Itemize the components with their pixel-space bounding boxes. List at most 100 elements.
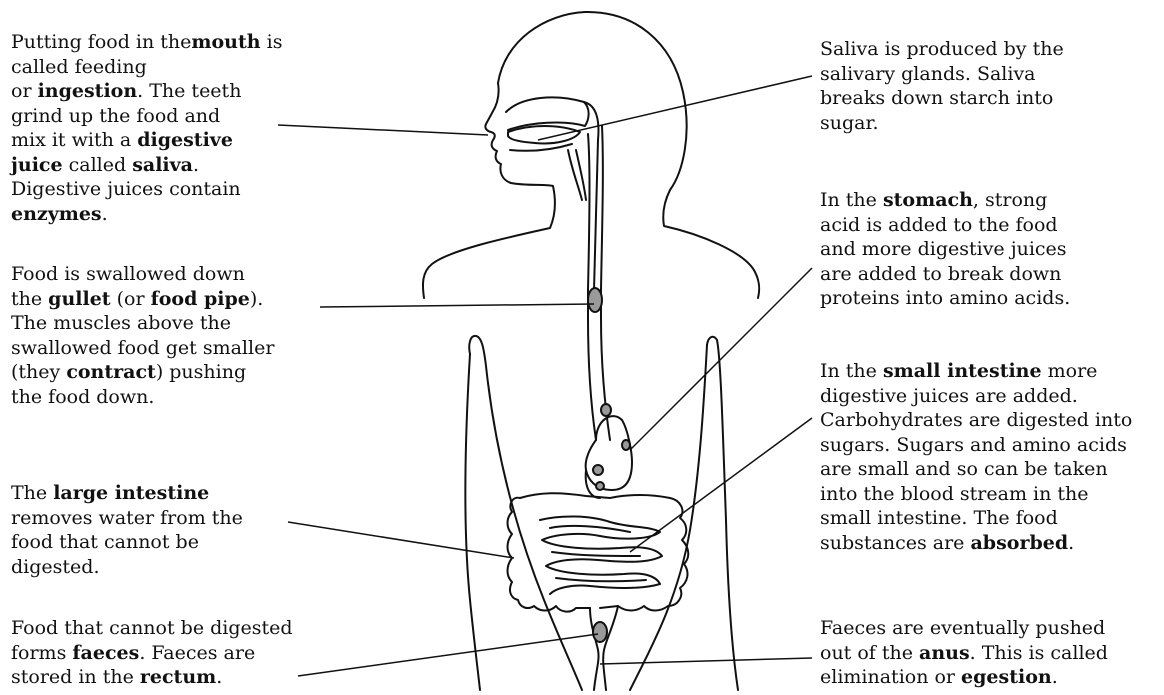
leader-line-stomach [630, 268, 812, 450]
body-outline-face [423, 83, 555, 298]
label-text: out of the [820, 642, 919, 664]
label-text: the food down. [11, 386, 154, 408]
gullet-right [601, 126, 610, 440]
leader-line-small-intestine [630, 418, 812, 552]
leader-line-gullet [320, 304, 594, 307]
label-text: Carbohydrates are digested into [820, 409, 1132, 431]
label-text: called [63, 154, 133, 176]
label-text: stored in the [11, 666, 140, 688]
label-text: grind up the food and [11, 105, 220, 127]
leader-line-saliva [538, 76, 812, 140]
label-text: ) pushing [156, 361, 246, 383]
rectum-label: Food that cannot be digested forms faeces… [11, 616, 331, 690]
lower-jaw [510, 144, 572, 151]
label-text: are small and so can be taken [820, 458, 1108, 480]
label-text: small intestine. The food [820, 507, 1058, 529]
label-text: In the [820, 189, 883, 211]
label-text: acid is added to the food [820, 214, 1058, 236]
bold-term: saliva [132, 154, 193, 176]
body-outline-right-arm [707, 337, 738, 690]
label-text: (or [111, 288, 151, 310]
bold-term: absorbed [970, 532, 1068, 554]
label-text: Saliva is produced by the [820, 38, 1064, 60]
large-intestine-label: The large intestine removes water from th… [11, 481, 291, 579]
label-text: . The teeth [137, 80, 241, 102]
label-text: , strong [973, 189, 1047, 211]
label-text: In the [820, 360, 883, 382]
leader-line-rectum [298, 634, 598, 676]
faeces-in-rectum [593, 622, 607, 642]
food-in-stomach [622, 440, 630, 450]
bold-term: large intestine [53, 482, 209, 504]
food-in-stomach [593, 465, 603, 475]
stomach-label: In the stomach, strong acid is added to t… [820, 188, 1140, 311]
gullet-label: Food is swallowed down the gullet (or foo… [11, 262, 311, 409]
label-text: (they [11, 361, 66, 383]
label-text: digested. [11, 556, 99, 578]
label-text: Food is swallowed down [11, 263, 245, 285]
bold-term: faeces [72, 642, 139, 664]
leader-line-anus [600, 658, 812, 664]
food-in-stomach [596, 482, 604, 490]
food-in-stomach [601, 404, 611, 416]
label-text: . [102, 203, 108, 225]
bold-term: egestion [961, 666, 1052, 688]
label-text: more [1042, 360, 1098, 382]
label-text: Digestive juices contain [11, 178, 241, 200]
bold-term: ingestion [38, 80, 138, 102]
label-text: sugar. [820, 112, 879, 134]
bold-term: contract [66, 361, 156, 383]
label-text: sugars. Sugars and amino acids [820, 434, 1127, 456]
label-text: removes water from the [11, 507, 243, 529]
saliva-label: Saliva is produced by the salivary glands… [820, 37, 1120, 135]
bold-term: small intestine [883, 360, 1042, 382]
bold-term: gullet [48, 288, 110, 310]
label-text: . This is called [970, 642, 1108, 664]
anus-label: Faeces are eventually pushed out of the a… [820, 616, 1140, 690]
label-text: . [1052, 666, 1058, 688]
label-text: . [1068, 532, 1074, 554]
label-text: Faeces are eventually pushed [820, 617, 1105, 639]
body-outline-right-side [630, 345, 707, 690]
label-text: . Faeces are [139, 642, 255, 664]
label-text: the [11, 288, 48, 310]
bold-term: juice [11, 154, 63, 176]
mouth-label: Putting food in themouth is called feedi… [11, 30, 291, 226]
label-text: elimination or [820, 666, 961, 688]
label-text: ). [250, 288, 263, 310]
label-text: into the blood stream in the [820, 483, 1088, 505]
label-text: proteins into amino acids. [820, 287, 1070, 309]
label-text: Putting food in the [11, 31, 191, 53]
food-bolus [588, 288, 602, 312]
leader-line-mouth [278, 125, 488, 135]
label-text: . [193, 154, 199, 176]
label-text: forms [11, 642, 72, 664]
small-intestine-label: In the small intestine more digestive jui… [820, 359, 1164, 555]
rectum [590, 606, 618, 690]
trachea [568, 150, 586, 200]
label-text: food that cannot be [11, 531, 199, 553]
label-text: . [216, 666, 222, 688]
label-text: substances are [820, 532, 970, 554]
label-text: are added to break down [820, 263, 1061, 285]
bold-term: stomach [883, 189, 973, 211]
bold-term: rectum [140, 666, 216, 688]
bold-term: enzymes [11, 203, 102, 225]
bold-term: food pipe [151, 288, 250, 310]
label-text: The [11, 482, 53, 504]
label-text: and more digestive juices [820, 238, 1067, 260]
large-intestine [508, 493, 689, 611]
tongue [508, 126, 580, 143]
label-text: digestive juices are added. [820, 385, 1078, 407]
bold-term: anus [919, 642, 970, 664]
label-text: Food that cannot be digested [11, 617, 293, 639]
body-outline-head [498, 12, 759, 298]
leader-line-large-intestine [288, 522, 514, 558]
label-text: salivary glands. Saliva [820, 63, 1036, 85]
label-text: breaks down starch into [820, 87, 1053, 109]
label-text: swallowed food get smaller [11, 337, 274, 359]
body-outline-left-arm [469, 336, 582, 690]
body-outline-left-side [465, 354, 480, 690]
label-text: The muscles above the [11, 312, 231, 334]
label-text: mix it with a [11, 129, 137, 151]
